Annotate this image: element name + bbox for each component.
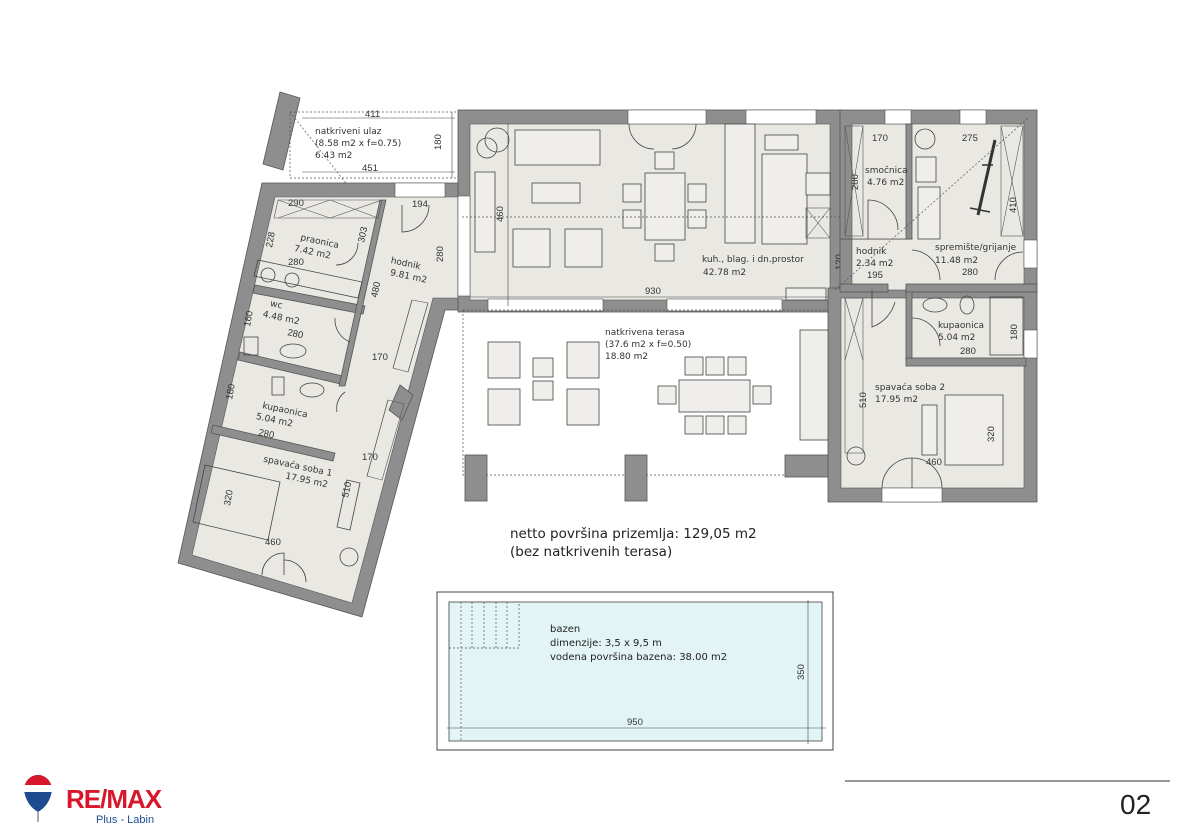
net-area-summary: netto površina prizemlja: 129,05 m2: [510, 526, 757, 542]
dim-pool-width: 350: [796, 664, 807, 680]
remax-logo: RE/MAX Plus - Labin: [24, 775, 164, 826]
office-name: Plus - Labin: [96, 814, 154, 826]
dim-entrance-width-top: 411: [365, 109, 380, 120]
dim-bedroom2-width: 460: [926, 457, 942, 468]
dim-laundry-width-inner: 280: [288, 257, 304, 268]
room-name-bath2: kupaonica: [938, 321, 984, 331]
dim-pool-length: 950: [627, 717, 643, 728]
page-number: 02: [1120, 789, 1151, 820]
dim-laundry-depth: 228: [264, 231, 278, 249]
covered-terrace: natkrivena terasa (37.6 m2 x f=0.50) 18.…: [462, 309, 834, 502]
dim-hall-width-2: 170: [362, 452, 378, 463]
room-name-entrance: natkriveni ulaz: [315, 127, 382, 137]
room-name-terrace: natkrivena terasa: [605, 328, 685, 338]
dim-entrance-width-bottom: 451: [362, 163, 378, 174]
room-name-pantry: smočnica: [865, 165, 908, 176]
wall-bath-bedroom: [210, 424, 336, 462]
wall-laundry-wc: [252, 284, 366, 315]
dim-pantry-width: 170: [872, 133, 888, 144]
room-area-living: 42.78 m2: [703, 268, 746, 278]
balloon-icon: [24, 775, 52, 822]
pool-dimensions: dimenzije: 3,5 x 9,5 m: [550, 638, 662, 649]
room-area-terrace: 18.80 m2: [605, 352, 648, 362]
right-wing: 170 280 275 410 280 195 280 180 510 320 …: [827, 109, 1038, 503]
entry-door-opening: [394, 182, 446, 198]
room-area-hall-right: 2.34 m2: [856, 259, 893, 269]
dim-hall-length: 480: [369, 281, 383, 299]
dim-bedroom2-bed: 320: [986, 426, 997, 442]
dim-wc-width: 280: [286, 327, 304, 341]
dim-laundry-diagonal: 303: [356, 226, 370, 244]
room-area-storage: 11.48 m2: [935, 256, 978, 266]
dim-bath2-width: 280: [960, 346, 976, 357]
entrance-pillar: [262, 91, 301, 171]
room-area-pantry: 4.76 m2: [867, 178, 904, 188]
pool: bazen dimenzije: 3,5 x 9,5 m vodena povr…: [436, 591, 834, 751]
room-calc-entrance: (8.58 m2 x f=0.75): [315, 139, 401, 149]
pool-name: bazen: [550, 624, 580, 635]
dim-hall-door: 194: [412, 199, 428, 210]
dim-bath1-width: 280: [257, 427, 275, 441]
net-area-note: (bez natkrivenih terasa): [510, 544, 672, 560]
wall-rooms-hall: [338, 199, 387, 387]
room-calc-terrace: (37.6 m2 x f=0.50): [605, 340, 691, 350]
left-wing: 290 280 228 303 194 280 480 170 170 280 …: [177, 182, 463, 618]
dim-living-length: 930: [645, 286, 661, 297]
room-name-living: kuh., blag. i dn.prostor: [702, 255, 804, 265]
dim-wc-depth: 160: [242, 310, 256, 328]
dim-living-depth: 460: [495, 206, 506, 222]
dim-hall-width-1: 170: [372, 352, 388, 363]
dim-bedroom1-bed: 320: [222, 489, 236, 507]
pool-water-area: vodena površina bazena: 38.00 m2: [550, 651, 727, 663]
dim-entrance-depth: 180: [433, 134, 444, 150]
dim-storage-width-inner: 280: [962, 267, 978, 278]
dim-hall-right-depth: 120: [834, 254, 845, 270]
room-name-hall-right: hodnik: [856, 247, 887, 257]
dim-bedroom1-width: 460: [265, 537, 281, 548]
dim-pantry-depth: 280: [850, 174, 861, 190]
bicycle-icon: [969, 139, 997, 216]
dim-laundry-width: 290: [288, 198, 304, 209]
room-name-storage: spremište/grijanje: [935, 242, 1017, 253]
dim-hall-right-width: 195: [867, 270, 883, 281]
pool-water: [448, 601, 823, 742]
room-area-bedroom2: 17.95 m2: [875, 395, 918, 405]
room-name-wc: wc: [269, 299, 283, 311]
dim-bath2-depth: 180: [1009, 324, 1020, 340]
dim-bedroom2-length: 510: [858, 392, 869, 408]
dim-bedroom1-length: 510: [340, 481, 354, 499]
living-block: 930 460 120 kuh., blag. i dn.prostor 42.…: [457, 109, 845, 313]
room-area-entrance: 6.43 m2: [315, 151, 352, 161]
dim-storage-width: 275: [962, 133, 978, 144]
dim-hall-depth: 280: [435, 246, 446, 262]
room-name-bedroom2: spavaća soba 2: [875, 382, 945, 393]
dim-storage-depth: 410: [1008, 197, 1019, 213]
dim-bath1-depth: 180: [224, 383, 238, 401]
logo-text: RE/MAX: [66, 784, 163, 814]
room-area-bath2: 5.04 m2: [938, 333, 975, 343]
